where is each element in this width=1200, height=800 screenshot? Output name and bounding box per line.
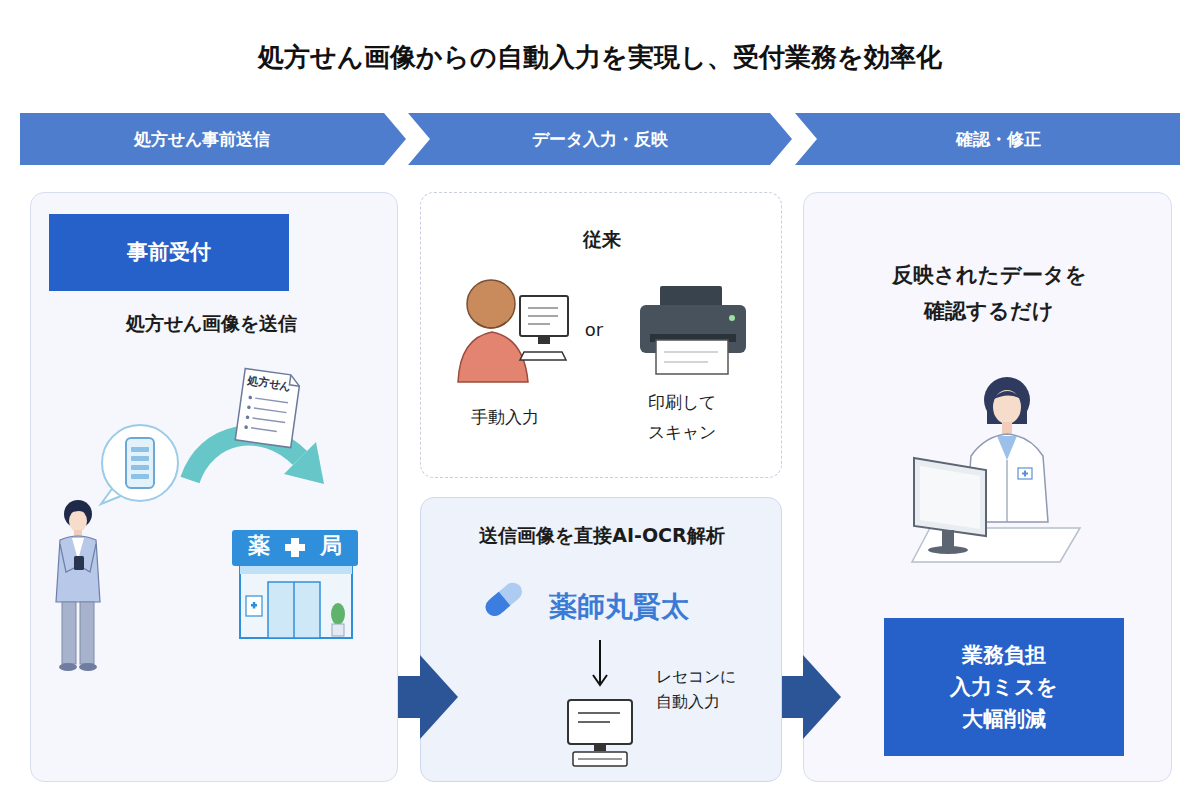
step-panel: 反映されたデータを 確認するだけ業務負担 入力ミスを 大幅削減 [803, 192, 1172, 782]
node-text: 処方せん画像を送信 [41, 311, 381, 336]
node-text: 印刷して スキャン [648, 387, 732, 447]
band-outline [20, 113, 406, 165]
node-text: 手動入力 [445, 405, 565, 429]
node-text: レセコンに 自動入力 [656, 664, 756, 714]
legacy-panel: 従来手動入力 or 印刷して スキャン [420, 192, 782, 478]
node-text: or [574, 318, 614, 342]
diagram-title: 処方せん画像からの自動入力を実現し、受付業務を効率化 [0, 38, 1200, 76]
flow-arrow [782, 676, 803, 718]
phase-band: データ入力・反映 [408, 113, 792, 165]
ocr-panel: 送信画像を直接AI-OCR解析薬師丸賢太レセコンに 自動入力 [420, 497, 782, 782]
phase-band: 確認・修正 [795, 113, 1180, 165]
node-text: 反映されたデータを 確認するだけ [889, 257, 1089, 329]
flow-arrow [398, 676, 420, 718]
node-text: 確認・修正 [817, 127, 1180, 151]
node-text: データ入力・反映 [430, 127, 770, 151]
node-text: 業務負担 入力ミスを 大幅削減 [944, 639, 1064, 735]
node-text: 処方せん事前送信 [20, 127, 384, 151]
reception-box: 事前受付 [49, 214, 289, 291]
result-box: 業務負担 入力ミスを 大幅削減 [884, 618, 1124, 756]
node-text: 事前受付 [49, 238, 289, 266]
band-outline [795, 113, 1180, 165]
node-text: 送信画像を直接AI-OCR解析 [421, 523, 783, 548]
node-text: 薬師丸賢太 [549, 590, 739, 624]
phase-band: 処方せん事前送信 [20, 113, 406, 165]
node-text: 従来 [421, 227, 783, 252]
band-outline [408, 113, 792, 165]
step-panel: 処方せん画像を送信 事前受付 [30, 192, 398, 782]
